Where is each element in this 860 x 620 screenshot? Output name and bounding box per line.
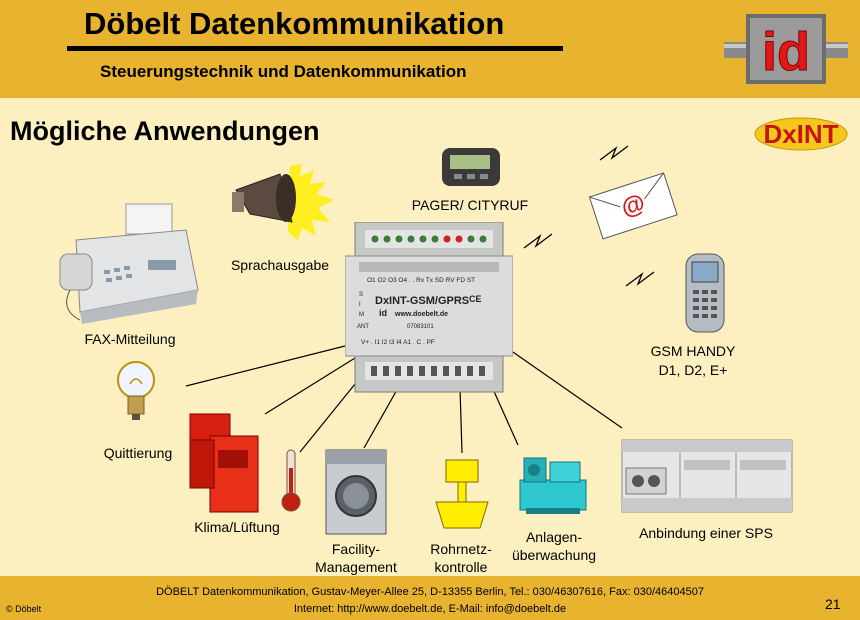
label-pipe-1: Rohrnetz- [430, 541, 492, 557]
footer-address: DÖBELT Datenkommunikation, Gustav-Meyer-… [156, 586, 704, 598]
svg-text:DxINT: DxINT [763, 119, 838, 149]
label-voice: Sprachausgabe [230, 257, 330, 273]
plc-icon [621, 439, 793, 513]
footer-contact: Internet: http://www.doebelt.de, E-Mail:… [293, 603, 567, 615]
valve-icon [435, 459, 489, 529]
footer-bar [0, 576, 860, 620]
svg-text:I: I [359, 302, 361, 308]
label-pipe-2: kontrolle [434, 559, 488, 575]
copyright: © Döbelt [6, 604, 42, 614]
light-bulb-icon [117, 361, 155, 420]
signal-icon [523, 145, 655, 287]
thermometer-icon [281, 449, 301, 512]
company-name: Döbelt Datenkommunikation [84, 6, 505, 41]
label-pager: PAGER/ CITYRUF [411, 197, 529, 213]
megaphone-icon [232, 164, 334, 240]
id-logo-icon: id [724, 14, 848, 84]
svg-text:V+ . I1 I2 I3 I4 A1 . C . PF: V+ . I1 I2 I3 I4 A1 . C . PF [361, 339, 435, 346]
page-number: 21 [825, 596, 841, 612]
svg-text:DxINT-GSM/GPRS: DxINT-GSM/GPRS [375, 295, 469, 307]
svg-text:S: S [359, 292, 363, 298]
svg-text:id: id [762, 22, 810, 82]
envelope-icon: @ [588, 172, 678, 240]
svg-text:07083101: 07083101 [407, 324, 434, 330]
pager-icon [442, 148, 500, 186]
boiler-icon [189, 413, 259, 513]
washing-machine-icon [325, 449, 387, 535]
svg-text:O1 O2 O3 O4 . . Rx Tx SD RV FD: O1 O2 O3 O4 . . Rx Tx SD RV FD ST [367, 277, 475, 284]
label-facility-2: Management [315, 559, 397, 575]
header-divider [67, 46, 563, 51]
compressor-icon [519, 457, 587, 514]
label-fax: FAX-Mitteilung [84, 331, 176, 347]
label-sps: Anbindung einer SPS [639, 525, 773, 541]
slide-title: Mögliche Anwendungen [10, 116, 320, 146]
svg-text:www.doebelt.de: www.doebelt.de [394, 311, 448, 318]
svg-text:M: M [359, 312, 364, 318]
svg-text:id: id [379, 308, 387, 318]
label-facility-1: Facility- [331, 541, 381, 557]
label-climate: Klima/Lüftung [194, 519, 280, 535]
label-plant-2: überwachung [511, 547, 597, 563]
gsm-module-device: O1 O2 O3 O4 . . Rx Tx SD RV FD ST DxINT-… [345, 222, 513, 393]
label-gsm-1: GSM HANDY [650, 343, 736, 359]
svg-text:CE: CE [469, 294, 482, 304]
mobile-phone-icon [685, 253, 725, 333]
label-gsm-2: D1, D2, E+ [658, 362, 728, 378]
label-ack: Quittierung [103, 445, 173, 461]
fax-icon [59, 203, 199, 324]
dxint-logo-icon: DxINT [754, 117, 848, 151]
tagline: Steuerungstechnik und Datenkommunikation [100, 62, 467, 81]
label-plant-1: Anlagen- [525, 529, 583, 545]
svg-text:ANT: ANT [357, 324, 369, 330]
